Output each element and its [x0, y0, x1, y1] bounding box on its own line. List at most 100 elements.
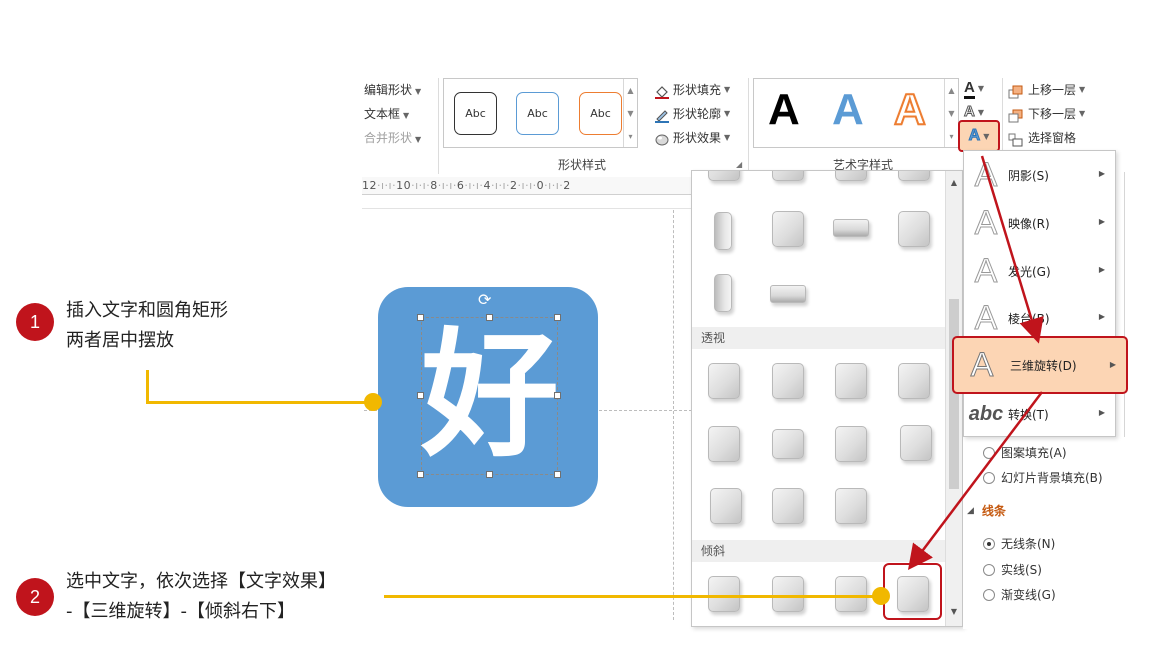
paint-bucket-icon [654, 83, 670, 99]
shape-style-dark[interactable]: Abc [454, 92, 497, 135]
resize-handle[interactable] [554, 392, 561, 399]
rotation-preset[interactable] [770, 285, 806, 303]
scroll-thumb[interactable] [949, 299, 959, 489]
submenu-arrow-icon: ▶ [1098, 169, 1105, 178]
rotation-preset[interactable] [714, 274, 732, 312]
shadow-icon: A [974, 155, 998, 194]
no-line-option[interactable]: 无线条(N) [983, 533, 1055, 555]
shape-styles-gallery[interactable]: Abc Abc Abc ▲ ▼ ▾ [443, 78, 638, 148]
rotation-preset[interactable] [772, 171, 804, 181]
text-effects-icon: A [968, 127, 981, 145]
perspective-preset[interactable] [835, 426, 867, 462]
rotation-preset[interactable] [833, 219, 869, 237]
gallery-more-icon[interactable]: ▾ [628, 132, 633, 141]
perspective-preset[interactable] [772, 429, 804, 459]
glow-icon: A [974, 251, 998, 290]
wordart-style-blue[interactable]: A [832, 85, 864, 134]
bevel-icon: A [974, 298, 998, 337]
selection-pane-button[interactable]: 选择窗格 [1008, 126, 1126, 150]
rotation-preset[interactable] [772, 211, 804, 247]
scroll-down-icon[interactable]: ▼ [950, 607, 958, 616]
rotation-preset[interactable] [898, 171, 930, 181]
shape-style-blue[interactable]: Abc [516, 92, 559, 135]
menu-item-shadow[interactable]: A 阴影(S) ▶ [964, 151, 1115, 199]
perspective-preset[interactable] [708, 426, 740, 462]
edit-shape-button[interactable]: 编辑形状▼ [364, 83, 422, 97]
resize-handle[interactable] [554, 314, 561, 321]
oblique-preset[interactable] [772, 576, 804, 612]
line-section-header[interactable]: ◢线条 [967, 504, 1006, 518]
radio-icon[interactable] [983, 472, 995, 484]
dialog-launcher-icon[interactable]: ◢ [736, 160, 743, 169]
perspective-preset[interactable] [772, 488, 804, 524]
shape-effects-button[interactable]: 形状效果▼ [654, 126, 744, 150]
submenu-arrow-icon: ▶ [1098, 217, 1105, 226]
resize-handle[interactable] [417, 392, 424, 399]
perspective-preset[interactable] [835, 488, 867, 524]
dropdown-caret-icon: ▼ [415, 135, 422, 144]
radio-icon[interactable] [983, 538, 995, 550]
step-2-badge: 2 [16, 578, 54, 616]
scroll-up-icon[interactable]: ▲ [627, 86, 634, 95]
rotate-handle-icon[interactable]: ⟳ [478, 290, 492, 309]
pattern-fill-option[interactable]: 图案填充(A) [983, 442, 1067, 464]
rotation-preset[interactable] [708, 171, 740, 181]
solid-line-option[interactable]: 实线(S) [983, 559, 1042, 581]
scroll-up-icon[interactable]: ▲ [950, 178, 958, 187]
tile-text[interactable]: 好 [421, 315, 560, 476]
gradient-line-option[interactable]: 渐变线(G) [983, 584, 1056, 606]
collapse-triangle-icon: ◢ [967, 505, 974, 516]
oblique-preset[interactable] [835, 576, 867, 612]
slide-background-fill-option[interactable]: 幻灯片背景填充(B) [983, 467, 1103, 489]
vertical-guide [673, 210, 674, 620]
bring-forward-button[interactable]: 上移一层▼ [1008, 78, 1126, 102]
resize-handle[interactable] [417, 471, 424, 478]
rounded-rectangle-shape[interactable] [378, 287, 598, 507]
perspective-preset[interactable] [835, 363, 867, 399]
scroll-up-icon[interactable]: ▲ [948, 86, 955, 95]
send-backward-button[interactable]: 下移一层▼ [1008, 102, 1126, 126]
wordart-styles-gallery[interactable]: A A A ▲ ▼ ▾ [753, 78, 959, 148]
gallery-scrollbar[interactable]: ▲ ▼ [945, 171, 962, 626]
menu-item-transform[interactable]: abc 转换(T) ▶ [964, 390, 1115, 438]
rotation-preset[interactable] [714, 212, 732, 250]
wordart-style-orange-outline[interactable]: A [893, 84, 927, 135]
oblique-preset[interactable] [708, 576, 740, 612]
resize-handle[interactable] [486, 314, 493, 321]
perspective-preset[interactable] [708, 363, 740, 399]
oblique-bottom-right-preset[interactable] [897, 576, 929, 612]
rotation-preset[interactable] [835, 171, 867, 181]
radio-icon[interactable] [983, 589, 995, 601]
perspective-preset[interactable] [710, 488, 742, 524]
radio-icon[interactable] [983, 564, 995, 576]
resize-handle[interactable] [417, 314, 424, 321]
pencil-icon [654, 107, 670, 123]
slide-top-edge [362, 208, 692, 209]
perspective-preset[interactable] [898, 363, 930, 399]
gallery-more-icon[interactable]: ▾ [949, 132, 954, 141]
perspective-preset[interactable] [772, 363, 804, 399]
ribbon-divider [1002, 78, 1003, 174]
rotation-preset[interactable] [898, 211, 930, 247]
shape-style-orange[interactable]: Abc [579, 92, 622, 135]
step-2-text: 选中文字，依次选择【文字效果】 -【三维旋转】-【倾斜右下】 [66, 571, 336, 622]
wordart-style-black[interactable]: A [768, 85, 800, 134]
radio-icon[interactable] [983, 447, 995, 459]
text-fill-button[interactable]: A▼ [964, 77, 998, 101]
menu-item-3d-rotation[interactable]: A 三维旋转(D) ▶ [952, 336, 1128, 394]
gallery-scroll[interactable]: ▲ ▼ ▾ [623, 79, 637, 147]
menu-item-reflection[interactable]: A 映像(R) ▶ [964, 199, 1115, 247]
resize-handle[interactable] [486, 471, 493, 478]
shape-outline-button[interactable]: 形状轮廓▼ [654, 102, 744, 126]
text-box-button[interactable]: 文本框▼ [364, 107, 410, 121]
arrow-to-3d-rotation [980, 155, 1044, 344]
scroll-down-icon[interactable]: ▼ [948, 109, 955, 118]
shape-fill-button[interactable]: 形状填充▼ [654, 78, 744, 102]
gallery-scroll[interactable]: ▲ ▼ ▾ [944, 79, 958, 147]
resize-handle[interactable] [554, 471, 561, 478]
scroll-down-icon[interactable]: ▼ [627, 109, 634, 118]
merge-shapes-button[interactable]: 合并形状▼ [364, 131, 422, 145]
perspective-preset[interactable] [900, 425, 932, 461]
callout-line-1-horizontal [146, 401, 372, 404]
